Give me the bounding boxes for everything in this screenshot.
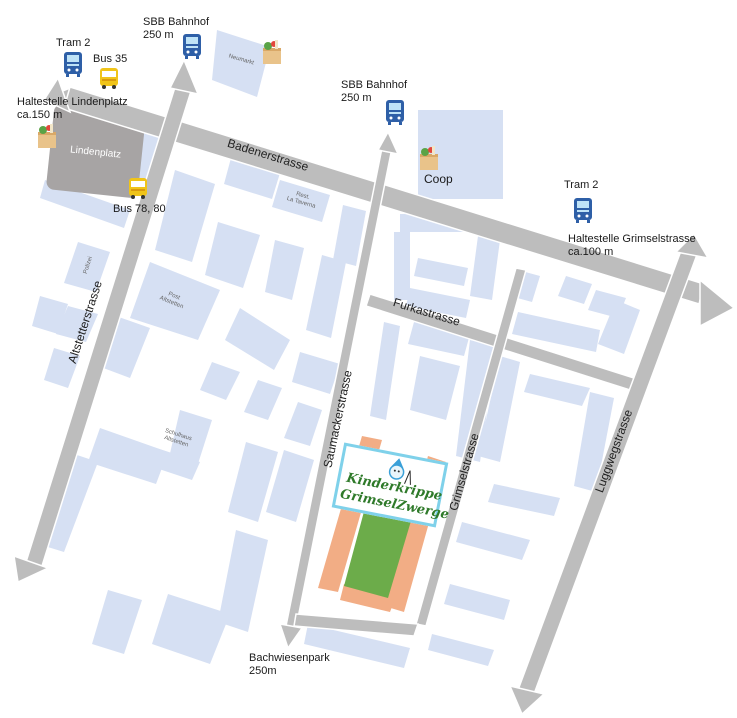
- building: [428, 634, 494, 666]
- label-tram2-right: Tram 2: [564, 179, 599, 191]
- lindenplatz-square: [46, 104, 146, 198]
- building: [524, 374, 590, 406]
- building: [512, 312, 600, 352]
- tram-icon-top-left: [64, 52, 82, 77]
- building: [408, 322, 470, 356]
- building-restaurant: [272, 180, 330, 222]
- bus-icon-78-80: [129, 178, 147, 199]
- altstetterstrasse-arrow-south: [13, 554, 50, 584]
- building: [304, 624, 410, 668]
- building: [205, 222, 260, 288]
- building: [444, 584, 510, 620]
- grimselstrasse-road: [415, 267, 527, 627]
- saumackerstrasse-arrow-north: [376, 130, 400, 156]
- building: [292, 352, 340, 394]
- building: [470, 236, 500, 300]
- building: [44, 348, 80, 388]
- badenerstrasse-arrow-west: [42, 76, 72, 114]
- mascot-icon: [388, 458, 411, 485]
- building: [574, 392, 614, 492]
- luggwegstrasse-arrow-south: [508, 684, 546, 716]
- building: [225, 308, 290, 370]
- building: [265, 240, 304, 300]
- grimsel-loop-road: [293, 613, 420, 637]
- building: [558, 276, 592, 304]
- building: [88, 428, 168, 484]
- label-coop: Coop: [424, 172, 453, 186]
- building-coop: [418, 110, 503, 199]
- building: [266, 450, 314, 522]
- label-bus35: Bus 35: [93, 53, 128, 65]
- building: [394, 232, 410, 300]
- building-schulhaus: [168, 410, 212, 470]
- building-neumarkt: [212, 30, 270, 97]
- building-post: [130, 262, 220, 340]
- shop-icon-neumarkt: [263, 40, 281, 64]
- building: [144, 446, 200, 480]
- building: [456, 522, 530, 560]
- building: [410, 356, 460, 420]
- buildings: [32, 30, 640, 668]
- building: [488, 484, 560, 516]
- luggwegstrasse-arrow-north: [674, 232, 710, 260]
- building: [478, 356, 520, 462]
- building: [224, 158, 280, 199]
- roads: [13, 58, 736, 716]
- badenerstrasse-arrow-east: [699, 278, 736, 328]
- building: [32, 296, 68, 334]
- building: [152, 594, 230, 664]
- building: [456, 340, 496, 462]
- building: [218, 530, 268, 632]
- building: [598, 300, 640, 354]
- kinderkrippe-logo: Kinderkrippe GrimselZwerge: [331, 442, 450, 528]
- label-bus-78-80: Bus 78, 80: [113, 203, 166, 215]
- building: [414, 258, 468, 286]
- building: [228, 442, 278, 522]
- building: [40, 180, 130, 228]
- building: [92, 590, 142, 654]
- tram-icon-right: [574, 198, 592, 223]
- altstetterstrasse-arrow-north: [168, 58, 200, 96]
- building: [284, 402, 322, 446]
- building: [244, 380, 282, 420]
- building: [155, 170, 215, 262]
- building: [306, 255, 346, 338]
- kita-building-bottom: [340, 584, 396, 612]
- bus-icon-35: [100, 68, 118, 89]
- building: [333, 205, 366, 266]
- label-tram2-top: Tram 2: [56, 37, 91, 49]
- saumackerstrasse-arrow-south: [278, 623, 304, 650]
- building: [406, 288, 470, 318]
- building: [200, 362, 240, 400]
- building: [56, 306, 98, 342]
- building-polizei: [64, 242, 110, 292]
- building: [370, 322, 400, 420]
